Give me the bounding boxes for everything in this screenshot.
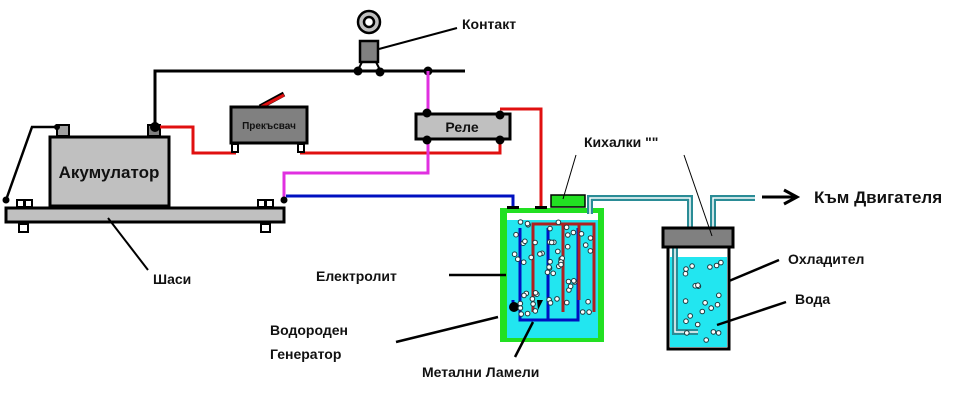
bubble bbox=[710, 329, 717, 335]
generator-label-line1: Водороден bbox=[270, 322, 348, 338]
bubble bbox=[532, 239, 538, 246]
bubble bbox=[521, 292, 527, 299]
bubble bbox=[684, 330, 690, 336]
bubble bbox=[511, 251, 518, 257]
water-leader bbox=[716, 300, 787, 327]
chassis bbox=[4, 199, 286, 233]
bubble bbox=[548, 239, 555, 246]
bubbler-leader-1 bbox=[562, 154, 577, 200]
switch-label: Прекъсвач bbox=[242, 121, 296, 132]
bubble bbox=[707, 264, 713, 270]
plates-label: Метални Ламели bbox=[422, 364, 539, 380]
bubble bbox=[703, 337, 710, 343]
bubble bbox=[517, 305, 524, 311]
bubble bbox=[570, 229, 577, 236]
relay: Реле bbox=[414, 108, 512, 145]
bubble bbox=[513, 231, 519, 238]
bubble bbox=[716, 292, 722, 299]
bubble bbox=[564, 243, 571, 250]
generator-bubbles bbox=[511, 219, 594, 317]
bubble bbox=[715, 330, 722, 336]
wire-magenta-to-chassis bbox=[282, 140, 430, 200]
cooler-label: Охладител bbox=[788, 251, 864, 267]
bubble bbox=[565, 278, 572, 285]
bubble bbox=[582, 242, 589, 248]
bubble bbox=[563, 224, 570, 231]
cooler-leader bbox=[728, 258, 780, 283]
bubble bbox=[718, 259, 724, 266]
relay-label: Реле bbox=[445, 119, 478, 135]
bubble bbox=[558, 261, 564, 268]
wire-blue bbox=[286, 194, 515, 300]
bubble bbox=[682, 298, 689, 304]
generator-label-line2: Генератор bbox=[270, 346, 341, 362]
bubbler-label: Кихалки "" bbox=[584, 134, 658, 150]
generator-leader bbox=[395, 315, 499, 344]
bubble bbox=[547, 300, 554, 306]
to-engine-label: Към Двигателя bbox=[814, 188, 942, 207]
bubble bbox=[537, 251, 543, 257]
bubble bbox=[587, 235, 594, 241]
arrow-to-engine-icon bbox=[762, 188, 801, 206]
bubble bbox=[555, 219, 562, 226]
ground-wire bbox=[4, 125, 58, 201]
electrolyte-label: Електролит bbox=[316, 268, 397, 284]
bubble bbox=[546, 264, 552, 270]
bubble bbox=[714, 301, 721, 308]
bubbler-leader-2 bbox=[683, 154, 713, 237]
bubble bbox=[586, 309, 592, 315]
bubble bbox=[682, 270, 689, 277]
bubble bbox=[544, 269, 551, 276]
bubble bbox=[579, 309, 586, 315]
bubble bbox=[694, 321, 701, 328]
plates-leader bbox=[513, 321, 535, 358]
bubble bbox=[689, 263, 695, 269]
bubble bbox=[708, 305, 715, 311]
bubble bbox=[564, 299, 570, 306]
bubble bbox=[555, 248, 561, 255]
bubble bbox=[532, 290, 539, 296]
bubble bbox=[524, 220, 531, 227]
bubble bbox=[529, 296, 536, 302]
bubble bbox=[528, 254, 535, 261]
cooler-bubbles bbox=[682, 259, 724, 343]
bubble bbox=[524, 310, 531, 317]
ignition-contact bbox=[353, 9, 385, 77]
bubble bbox=[522, 238, 528, 245]
chassis-label: Шаси bbox=[153, 271, 191, 287]
bubble bbox=[554, 296, 560, 302]
battery: Акумулатор bbox=[48, 124, 171, 208]
bubble bbox=[587, 248, 594, 254]
wire-red-battery-switch bbox=[160, 125, 236, 155]
bubble bbox=[683, 318, 689, 325]
bubble bbox=[699, 308, 706, 315]
bubble bbox=[578, 231, 585, 237]
bubble bbox=[517, 219, 524, 225]
bubble bbox=[520, 259, 527, 266]
bubble bbox=[687, 313, 694, 319]
bubble bbox=[567, 283, 574, 290]
bubble bbox=[547, 258, 553, 265]
bubble bbox=[585, 298, 591, 305]
bubble bbox=[571, 278, 577, 284]
bubble bbox=[565, 232, 571, 238]
bubble bbox=[683, 266, 689, 272]
chassis-leader bbox=[107, 217, 149, 271]
bubble bbox=[713, 262, 720, 269]
bubble bbox=[530, 301, 536, 307]
bubble bbox=[517, 300, 524, 307]
bubble bbox=[550, 270, 557, 277]
contact-leader bbox=[378, 27, 458, 50]
bubble bbox=[518, 311, 525, 317]
bubble bbox=[547, 225, 553, 232]
battery-label: Акумулатор bbox=[59, 163, 160, 182]
bubble bbox=[532, 308, 539, 314]
bubble bbox=[702, 300, 708, 306]
water-label: Вода bbox=[795, 291, 830, 307]
contact-label: Контакт bbox=[462, 16, 516, 32]
bubble bbox=[695, 282, 701, 289]
switch: Прекъсвач bbox=[229, 91, 309, 153]
bubble bbox=[515, 256, 521, 263]
